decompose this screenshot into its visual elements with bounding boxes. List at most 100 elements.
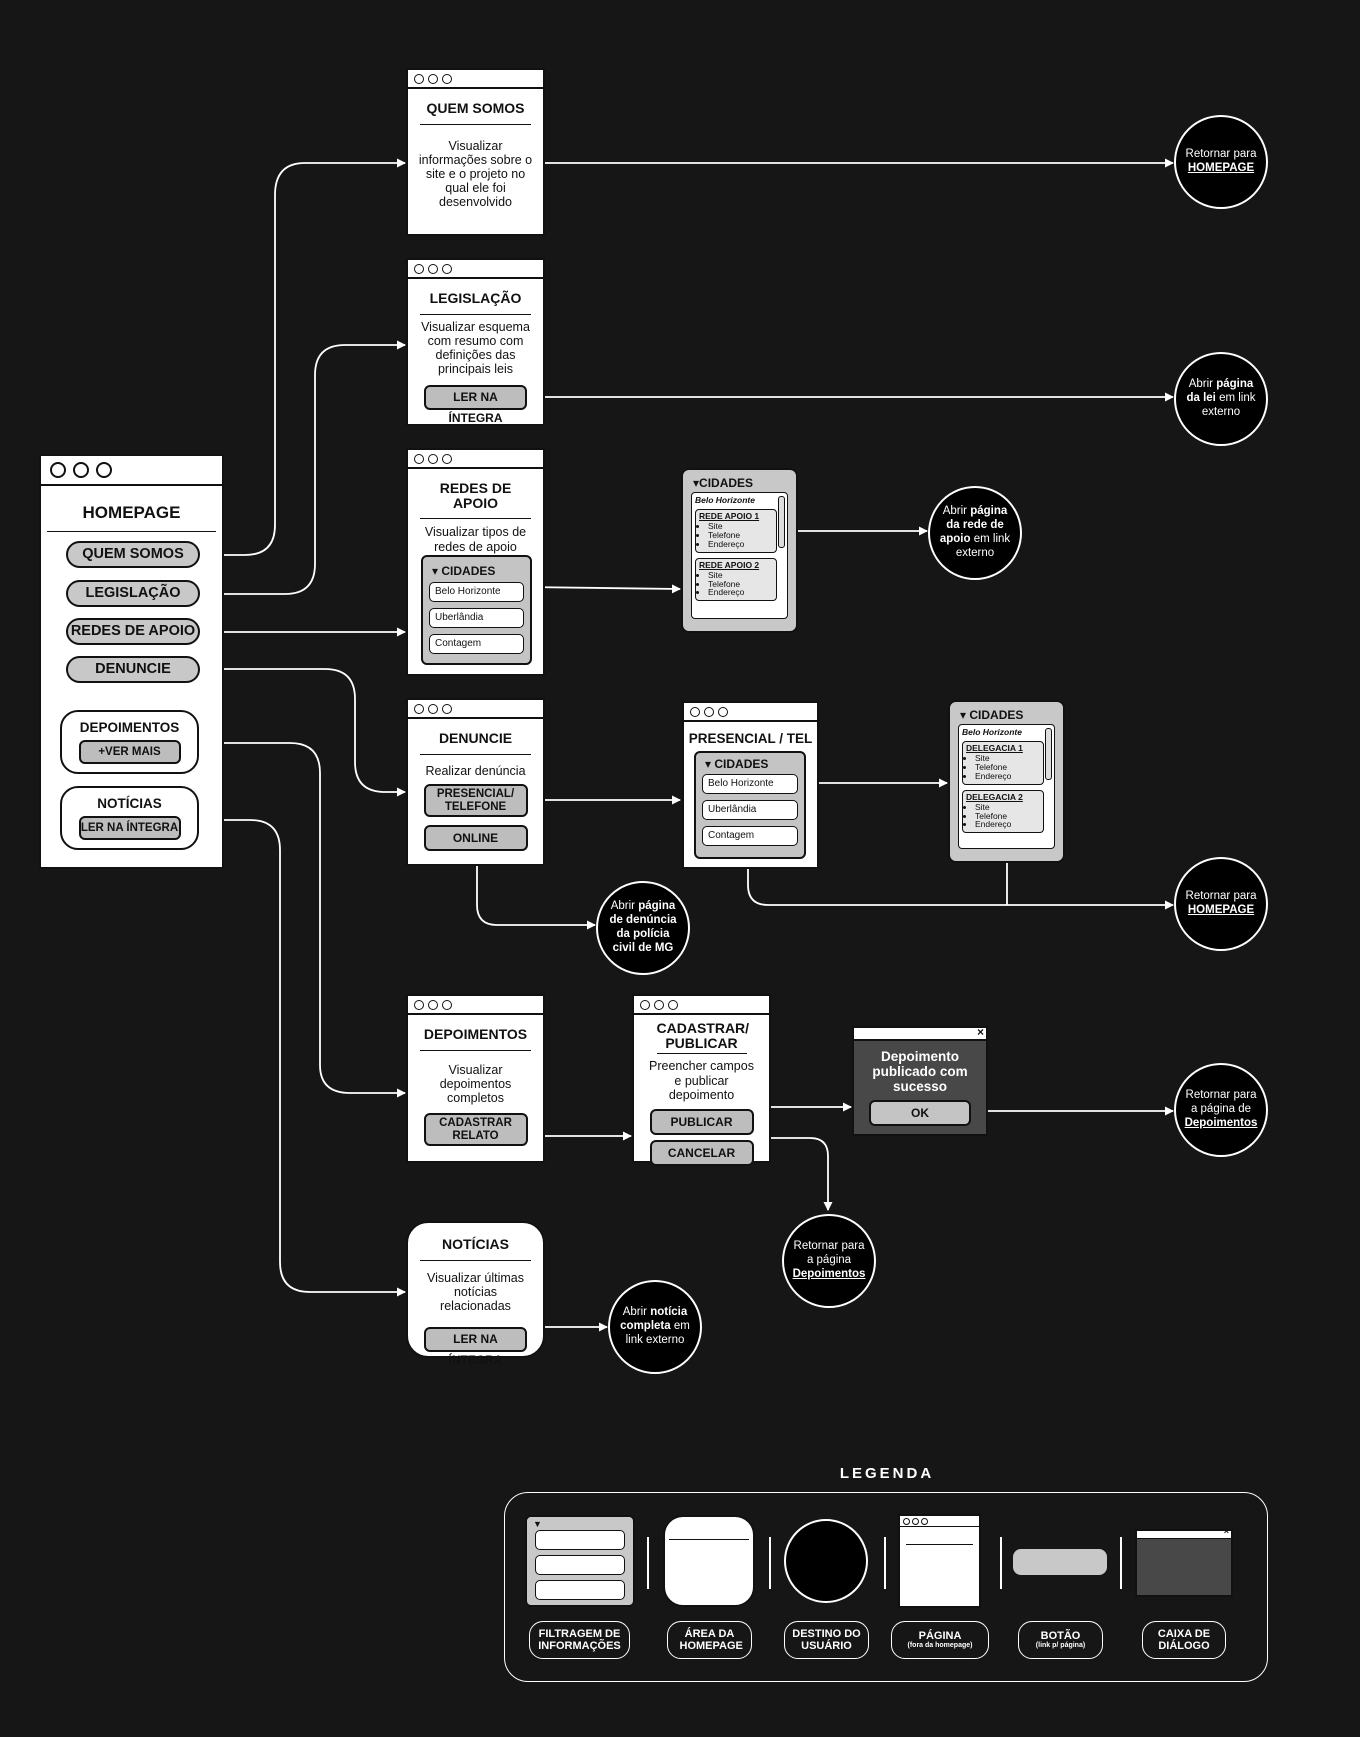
dest-policia-external[interactable]: Abrir página de denúncia da polícia civi… bbox=[596, 881, 690, 975]
ler-integra-button[interactable]: LER NA ÍNTEGRA bbox=[424, 385, 527, 425]
arrow-home-legislacao bbox=[201, 340, 406, 595]
window-controls bbox=[408, 70, 543, 89]
page-description: Visualizar depoimentos completos bbox=[439, 1062, 512, 1105]
filter-title: ▾CIDADES bbox=[693, 476, 754, 490]
legend-homepage-area-icon bbox=[663, 1515, 755, 1607]
dialog-message: Depoimento publicado com sucesso bbox=[872, 1049, 968, 1094]
legend-separator bbox=[1120, 1537, 1122, 1589]
cadastrar-relato-button[interactable]: CADASTRAR RELATO bbox=[423, 1113, 528, 1147]
homepage-btn-denuncie[interactable]: DENUNCIE bbox=[66, 656, 200, 683]
dest-link[interactable]: Depoimentos bbox=[792, 1267, 866, 1280]
homepage-btn-redes[interactable]: REDES DE APOIO bbox=[66, 618, 200, 645]
card-item: Endereço bbox=[975, 820, 1040, 829]
presencial-button[interactable]: PRESENCIAL/ TELEFONE bbox=[423, 783, 528, 817]
card-item: Site bbox=[975, 802, 1040, 812]
rede-card[interactable]: REDE APOIO 1 Site Telefone Endereço bbox=[695, 509, 777, 553]
dest-text: Retornar para a página bbox=[793, 1240, 865, 1267]
page-title: DEPOIMENTOS bbox=[420, 1027, 531, 1051]
noticias-ler-integra-button[interactable]: LER NA ÍNTEGRA bbox=[424, 1327, 527, 1367]
noticias-area-title: NOTÍCIAS bbox=[97, 796, 162, 811]
legend-label-homepage-area: ÁREA DA HOMEPAGE bbox=[667, 1621, 752, 1659]
dest-lei-external[interactable]: Abrir página da lei em link externo bbox=[1174, 352, 1268, 446]
card-item: Telefone bbox=[708, 530, 773, 540]
results-list: Belo Horizonte DELEGACIA 1 Site Telefone… bbox=[958, 724, 1055, 849]
rede-card[interactable]: REDE APOIO 2 Site Telefone Endereço bbox=[695, 557, 777, 602]
scrollbar[interactable] bbox=[1045, 728, 1052, 780]
dest-rede-external[interactable]: Abrir página da rede de apoio em link ex… bbox=[928, 486, 1022, 580]
page-description: Visualizar tipos de redes de apoio bbox=[424, 525, 527, 554]
dest-text: Abrir bbox=[1188, 378, 1213, 391]
redes-city-filter[interactable]: ▾ CIDADES Belo Horizonte Uberlândia Cont… bbox=[421, 555, 532, 665]
arrow-home-denuncie bbox=[201, 668, 406, 797]
filter-option[interactable]: Contagem bbox=[702, 826, 798, 846]
online-button[interactable]: ONLINE bbox=[423, 824, 528, 851]
delegacias-filter: ▾ CIDADES Belo Horizonte DELEGACIA 1 Sit… bbox=[948, 700, 1065, 863]
legend-dialog-icon: × bbox=[1135, 1526, 1233, 1597]
window-controls bbox=[408, 450, 543, 469]
filter-option[interactable]: Belo Horizonte bbox=[429, 582, 524, 602]
close-icon[interactable]: × bbox=[976, 1025, 984, 1039]
dest-link[interactable]: Depoimentos bbox=[1184, 1116, 1258, 1129]
ok-button[interactable]: OK bbox=[869, 1099, 971, 1126]
city-label: Belo Horizonte bbox=[962, 727, 1022, 737]
dest-text: Retornar para bbox=[1185, 148, 1257, 161]
page-description: Visualizar esquema com resumo com defini… bbox=[421, 319, 530, 377]
dest-bold: página da rede de apoio bbox=[939, 505, 1008, 545]
window-controls bbox=[41, 456, 222, 486]
card-title: DELEGACIA 1 bbox=[966, 743, 1023, 753]
legend-separator bbox=[1000, 1537, 1002, 1589]
page-description: Visualizar informações sobre o site e o … bbox=[418, 138, 533, 210]
page-depoimentos: DEPOIMENTOS Visualizar depoimentos compl… bbox=[406, 994, 545, 1163]
filter-option[interactable]: Uberlândia bbox=[702, 800, 798, 820]
filter-title: ▾ CIDADES bbox=[705, 757, 769, 771]
card-item: Endereço bbox=[708, 539, 773, 549]
page-title: PRESENCIAL / TEL bbox=[688, 731, 813, 746]
delegacia-card[interactable]: DELEGACIA 1 Site Telefone Endereço bbox=[962, 741, 1044, 785]
redes-result-filter: ▾CIDADES Belo Horizonte REDE APOIO 1 Sit… bbox=[681, 468, 798, 633]
dest-text: Abrir bbox=[622, 1306, 647, 1319]
legend-separator bbox=[884, 1537, 886, 1589]
filter-option[interactable]: Belo Horizonte bbox=[702, 774, 798, 794]
page-quem-somos: QUEM SOMOS Visualizar informações sobre … bbox=[406, 68, 545, 236]
dest-bold: página de denúncia da polícia civil de M… bbox=[609, 900, 677, 954]
cancelar-button[interactable]: CANCELAR bbox=[649, 1139, 754, 1166]
window-controls bbox=[634, 996, 769, 1015]
arrow-cancelar-return bbox=[768, 1137, 833, 1211]
page-description: Visualizar últimas notícias relacionadas bbox=[426, 1270, 525, 1313]
publicar-button[interactable]: PUBLICAR bbox=[649, 1108, 754, 1135]
homepage-title: HOMEPAGE bbox=[47, 503, 216, 532]
homepage-btn-legislacao[interactable]: LEGISLAÇÃO bbox=[66, 580, 200, 607]
legend-separator bbox=[647, 1537, 649, 1589]
homepage-btn-quem-somos[interactable]: QUEM SOMOS bbox=[66, 541, 200, 568]
legend-box bbox=[504, 1492, 1268, 1682]
page-description: Preencher campos e publicar depoimento bbox=[649, 1059, 754, 1102]
window-controls bbox=[408, 996, 543, 1015]
legend-label-page: PÁGINA(fora da homepage) bbox=[891, 1621, 989, 1659]
legend-label-destination: DESTINO DO USUÁRIO bbox=[784, 1621, 869, 1659]
dest-bold: notícia completa bbox=[620, 1306, 688, 1333]
delegacia-card[interactable]: DELEGACIA 2 Site Telefone Endereço bbox=[962, 789, 1044, 834]
dest-text: Abrir bbox=[610, 900, 635, 913]
dest-bold: página da lei bbox=[1186, 378, 1254, 405]
homepage-depoimentos-area: DEPOIMENTOS +VER MAIS bbox=[60, 710, 199, 774]
dest-noticia-external[interactable]: Abrir notícia completa em link externo bbox=[608, 1280, 702, 1374]
page-title: LEGISLAÇÃO bbox=[420, 291, 531, 315]
page-cadastrar-publicar: CADASTRAR/ PUBLICAR Preencher campos e p… bbox=[632, 994, 771, 1166]
card-item: Site bbox=[708, 570, 773, 580]
card-title: DELEGACIA 2 bbox=[966, 791, 1023, 802]
filter-option[interactable]: Uberlândia bbox=[429, 608, 524, 628]
dest-link[interactable]: HOMEPAGE bbox=[1187, 162, 1255, 174]
filter-option[interactable]: Contagem bbox=[429, 634, 524, 654]
homepage-ler-integra-button[interactable]: LER NA ÍNTEGRA bbox=[78, 816, 181, 840]
page-title: DENUNCIE bbox=[420, 731, 531, 755]
page-title: CADASTRAR/ PUBLICAR bbox=[656, 1021, 749, 1055]
arrow-online-external bbox=[476, 866, 596, 930]
ver-mais-button[interactable]: +VER MAIS bbox=[78, 740, 181, 764]
presencial-city-filter[interactable]: ▾ CIDADES Belo Horizonte Uberlândia Cont… bbox=[694, 751, 806, 859]
scrollbar[interactable] bbox=[778, 496, 785, 548]
dest-link[interactable]: HOMEPAGE bbox=[1187, 904, 1255, 916]
